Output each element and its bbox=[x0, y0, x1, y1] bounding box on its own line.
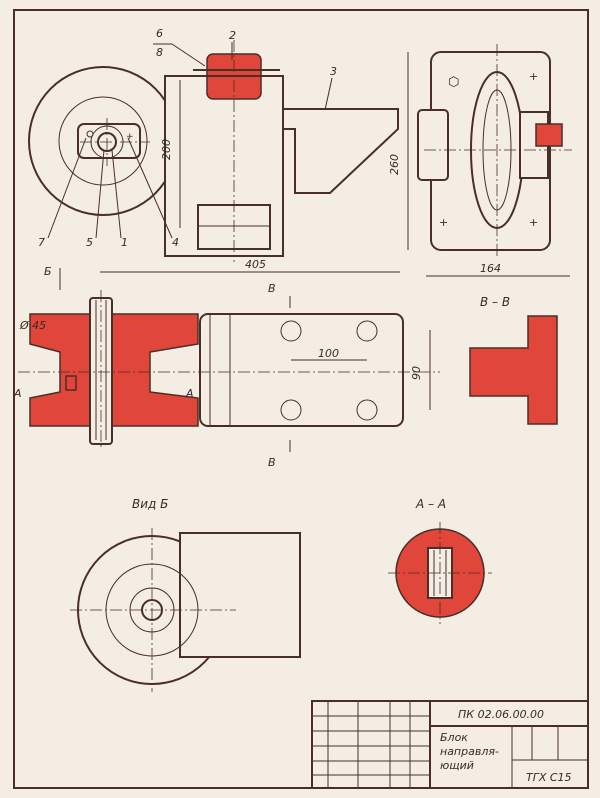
title-line-1: Блок bbox=[440, 731, 468, 744]
callout-6: 6 bbox=[156, 27, 163, 40]
dim-dia-45: Ø 45 bbox=[19, 319, 46, 332]
section-vv: В – В bbox=[469, 295, 558, 425]
svg-text:+: + bbox=[126, 132, 134, 142]
dim-100: 100 bbox=[318, 347, 339, 360]
callout-5: 5 bbox=[86, 236, 93, 249]
mark-v-bottom: В bbox=[268, 456, 276, 469]
plan-view: Б 405 А А Ø 45 100 90 В В bbox=[13, 258, 440, 469]
dim-260: 260 bbox=[388, 154, 401, 175]
dim-90: 90 bbox=[410, 366, 423, 380]
callout-4: 4 bbox=[172, 236, 179, 249]
svg-text:⬡: ⬡ bbox=[448, 75, 459, 90]
mark-a-right: А bbox=[185, 387, 194, 400]
dim-164: 164 bbox=[480, 262, 501, 275]
title-line-3: ющий bbox=[440, 759, 474, 772]
side-view: ⬡ + + + 260 164 bbox=[388, 44, 572, 277]
svg-text:+: + bbox=[529, 216, 538, 229]
mark-a-left: А bbox=[13, 387, 22, 400]
svg-text:+: + bbox=[439, 216, 448, 229]
callout-2: 2 bbox=[229, 29, 236, 42]
section-aa: А – А bbox=[388, 497, 492, 624]
mark-v-top: В bbox=[268, 282, 276, 295]
callout-8: 8 bbox=[156, 46, 163, 59]
dim-405: 405 bbox=[245, 258, 266, 271]
callout-3: 3 bbox=[330, 65, 337, 78]
mark-b-top: Б bbox=[44, 265, 52, 278]
drawing-number: ПК 02.06.00.00 bbox=[458, 708, 544, 721]
front-view: + 200 bbox=[28, 40, 399, 262]
title-block: ПК 02.06.00.00 Блок направля- ющий ТГХ С… bbox=[311, 700, 589, 789]
callout-7: 7 bbox=[38, 236, 45, 249]
view-b: Вид Б bbox=[70, 497, 301, 692]
organization: ТГХ С15 bbox=[526, 771, 572, 784]
title-line-2: направля- bbox=[440, 745, 499, 758]
label-view-b: Вид Б bbox=[132, 497, 168, 511]
callout-1: 1 bbox=[121, 236, 128, 249]
label-section-aa: А – А bbox=[415, 497, 446, 511]
callouts: 6 8 2 3 7 5 1 4 bbox=[38, 27, 337, 249]
dim-200: 200 bbox=[160, 139, 173, 160]
svg-text:+: + bbox=[529, 70, 538, 83]
label-section-vv: В – В bbox=[480, 295, 510, 309]
drawing-frame bbox=[13, 9, 589, 789]
